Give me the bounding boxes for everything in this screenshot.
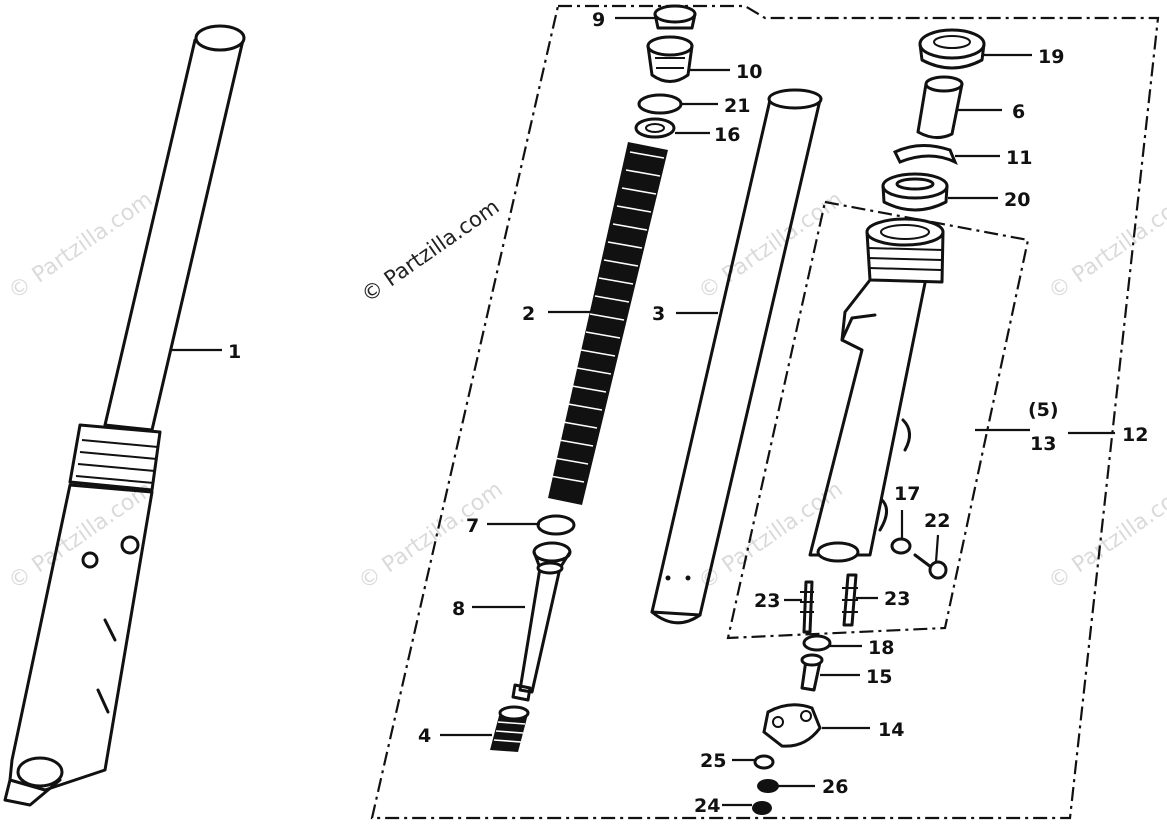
watermark-3: © Partzilla.com xyxy=(354,477,507,595)
callout-9: 9 xyxy=(592,9,605,31)
dust-seal-19 xyxy=(918,28,986,70)
callout-20: 20 xyxy=(1004,189,1030,211)
washer-26 xyxy=(757,779,779,793)
fork-slider-13 xyxy=(808,217,945,563)
watermark-6: © Partzilla.com xyxy=(1044,187,1167,305)
callout-6: 6 xyxy=(1012,101,1025,123)
sleeve-6 xyxy=(916,75,964,139)
callout-12: 12 xyxy=(1122,424,1148,446)
washer-25 xyxy=(753,754,775,770)
fork-assembly-1 xyxy=(3,24,246,807)
washer-17 xyxy=(890,537,912,555)
damper-rod-8 xyxy=(511,541,572,702)
watermark-4: © Partzilla.com xyxy=(694,187,847,305)
watermark-prominent: © Partzilla.com xyxy=(357,194,504,307)
callout-18: 18 xyxy=(868,637,894,659)
callout-17: 17 xyxy=(894,483,920,505)
callout-14: 14 xyxy=(878,719,904,741)
spring-2 xyxy=(548,142,668,505)
drain-bolt-22 xyxy=(913,553,948,580)
callout-10: 10 xyxy=(736,61,762,83)
callout-22: 22 xyxy=(924,510,950,532)
clip-11 xyxy=(892,144,958,166)
assembly-boundary-12 xyxy=(370,4,1160,820)
bolt-10 xyxy=(646,35,694,83)
callout-labels: 1 2 3 4 (5) 6 7 8 9 10 11 12 13 14 15 16… xyxy=(228,9,1148,817)
callout-1: 1 xyxy=(228,341,241,363)
watermark-1: © Partzilla.com xyxy=(4,187,157,305)
callout-13: 13 xyxy=(1030,433,1056,455)
washer-16 xyxy=(634,117,676,139)
oring-21 xyxy=(637,93,683,115)
nut-24 xyxy=(752,801,772,815)
callout-26: 26 xyxy=(822,776,848,798)
cap-9 xyxy=(653,4,697,30)
axle-holder-14 xyxy=(762,703,822,748)
washer-18 xyxy=(802,634,832,652)
fork-tube-3 xyxy=(650,88,823,625)
callout-5: (5) xyxy=(1028,399,1059,421)
callout-16: 16 xyxy=(714,124,740,146)
callout-25: 25 xyxy=(700,750,726,772)
callout-11: 11 xyxy=(1006,147,1032,169)
callout-7: 7 xyxy=(466,515,479,537)
callout-23-left: 23 xyxy=(754,590,780,612)
callout-4: 4 xyxy=(418,725,431,747)
callout-23-right: 23 xyxy=(884,588,910,610)
studs-23 xyxy=(800,573,858,634)
callout-15: 15 xyxy=(866,666,892,688)
callout-3: 3 xyxy=(652,303,665,325)
rebound-spring-4 xyxy=(490,705,530,752)
leader-lines xyxy=(172,16,1115,807)
callout-21: 21 xyxy=(724,95,750,117)
ring-7 xyxy=(536,514,576,536)
callout-2: 2 xyxy=(522,303,535,325)
oil-seal-20 xyxy=(881,172,949,212)
bolt-15 xyxy=(800,653,824,692)
watermark-2: © Partzilla.com xyxy=(4,477,157,595)
assembly-boundary-13 xyxy=(726,200,1030,640)
callout-8: 8 xyxy=(452,598,465,620)
callout-19: 19 xyxy=(1038,46,1064,68)
callout-24: 24 xyxy=(694,795,720,817)
